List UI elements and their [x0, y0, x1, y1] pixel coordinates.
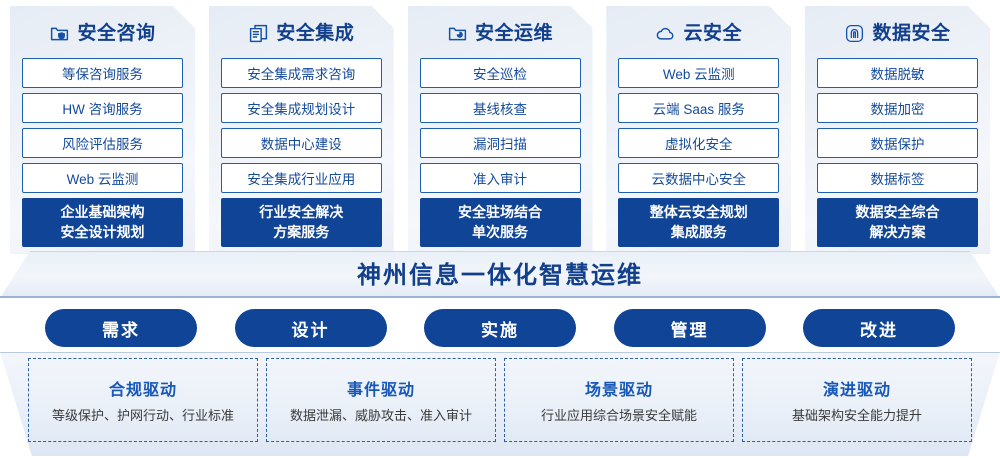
pillar-item[interactable]: 虚拟化安全 [618, 128, 779, 158]
driver-card-incident[interactable]: 事件驱动 数据泄漏、威胁攻击、准入审计 [266, 358, 496, 442]
pillar-summary-line: 行业安全解决 [259, 204, 344, 220]
folder-chart-icon [447, 23, 468, 44]
pillar-item[interactable]: 数据中心建设 [221, 128, 382, 158]
pillar-summary-line: 数据安全综合 [855, 204, 940, 220]
pillar-item[interactable]: HW 咨询服务 [22, 93, 183, 123]
pillar-item[interactable]: 云数据中心安全 [618, 163, 779, 193]
driver-subtitle: 等级保护、护网行动、行业标准 [51, 408, 234, 423]
pillar-summary[interactable]: 企业基础架构 安全设计规划 [22, 198, 183, 247]
driver-subtitle: 数据泄漏、威胁攻击、准入审计 [289, 408, 472, 423]
platform-banner: 神州信息一体化智慧运维 [0, 251, 1000, 298]
folder-shield-icon [49, 23, 70, 44]
platform-banner-baseline [0, 296, 1000, 298]
pillar-item[interactable]: 风险评估服务 [22, 128, 183, 158]
driver-card-scenario[interactable]: 场景驱动 行业应用综合场景安全赋能 [504, 358, 734, 442]
pillar-title: 云安全 [683, 22, 742, 44]
driver-title: 场景驱动 [584, 382, 653, 399]
stage-pill-management[interactable]: 管理 [613, 309, 766, 347]
fingerprint-icon [844, 23, 865, 44]
driver-title: 演进驱动 [822, 382, 891, 399]
pillar-summary[interactable]: 安全驻场结合 单次服务 [420, 198, 581, 247]
pillar-summary-line: 安全设计规划 [60, 224, 145, 241]
pillar-header: 安全运维 [420, 15, 581, 51]
driver-title: 合规驱动 [108, 382, 177, 399]
pillar-summary-line: 企业基础架构 [60, 204, 145, 220]
pillar-item[interactable]: 数据标签 [817, 163, 978, 193]
pillar-card-security-integration[interactable]: 安全集成 安全集成需求咨询 安全集成规划设计 数据中心建设 安全集成行业应用 行… [209, 6, 394, 254]
pillar-summary-line: 安全驻场结合 [458, 204, 542, 220]
pillar-item[interactable]: 安全集成规划设计 [221, 93, 382, 123]
pillar-summary-line: 方案服务 [273, 224, 330, 241]
platform-banner-title: 神州信息一体化智慧运维 [357, 262, 643, 289]
stage-pill-design[interactable]: 设计 [234, 309, 387, 347]
pillar-summary[interactable]: 行业安全解决 方案服务 [221, 198, 382, 247]
pillar-summary-line: 解决方案 [869, 224, 926, 241]
pillar-item[interactable]: 数据加密 [817, 93, 978, 123]
pillar-card-security-operations[interactable]: 安全运维 安全巡检 基线核查 漏洞扫描 准入审计 安全驻场结合 单次服务 [408, 6, 593, 254]
pillar-header: 云安全 [618, 15, 779, 51]
driver-section-background [0, 352, 1000, 456]
stage-pill-requirement[interactable]: 需求 [45, 309, 197, 347]
pillar-title: 数据安全 [872, 22, 951, 44]
platform-banner-shape [0, 251, 1000, 298]
cloud-icon [655, 23, 676, 44]
pillar-item[interactable]: 基线核查 [420, 93, 581, 123]
documents-stack-icon [248, 23, 269, 44]
lifecycle-stage-group: 需求 设计 实施 管理 改进 [0, 309, 1000, 349]
pillar-title: 安全运维 [474, 22, 553, 44]
pillar-item[interactable]: 云端 Saas 服务 [618, 93, 779, 123]
pillar-summary-line: 整体云安全规划 [649, 204, 748, 220]
driver-subtitle: 行业应用综合场景安全赋能 [540, 408, 697, 423]
pillar-header: 安全咨询 [22, 15, 183, 51]
pillar-item[interactable]: 安全巡检 [420, 58, 581, 88]
pillar-item[interactable]: 数据脱敏 [817, 58, 978, 88]
pillar-summary-line: 单次服务 [472, 224, 528, 241]
pillar-item[interactable]: 漏洞扫描 [420, 128, 581, 158]
pillar-card-cloud-security[interactable]: 云安全 Web 云监测 云端 Saas 服务 虚拟化安全 云数据中心安全 整体云… [606, 6, 791, 254]
driver-card-evolution[interactable]: 演进驱动 基础架构安全能力提升 [742, 358, 972, 442]
stage-pill-improvement[interactable]: 改进 [803, 309, 955, 347]
pillar-header: 安全集成 [221, 15, 382, 51]
pillar-item[interactable]: Web 云监测 [22, 163, 183, 193]
pillar-title: 安全咨询 [77, 22, 156, 44]
pillar-card-security-consulting[interactable]: 安全咨询 等保咨询服务 HW 咨询服务 风险评估服务 Web 云监测 企业基础架… [10, 6, 195, 254]
pillar-title: 安全集成 [276, 22, 355, 44]
driver-title: 事件驱动 [346, 382, 415, 399]
pillar-item[interactable]: Web 云监测 [618, 58, 779, 88]
pillar-item[interactable]: 准入审计 [420, 163, 581, 193]
stage-pill-implementation[interactable]: 实施 [424, 309, 576, 347]
pillar-item[interactable]: 等保咨询服务 [22, 58, 183, 88]
pillar-item[interactable]: 安全集成行业应用 [221, 163, 382, 193]
pillar-item[interactable]: 安全集成需求咨询 [221, 58, 382, 88]
pillar-header: 数据安全 [817, 15, 978, 51]
pillar-summary[interactable]: 数据安全综合 解决方案 [817, 198, 978, 247]
driver-section: 合规驱动 等级保护、护网行动、行业标准 事件驱动 数据泄漏、威胁攻击、准入审计 … [0, 352, 1000, 456]
driver-subtitle: 基础架构安全能力提升 [791, 408, 922, 423]
pillar-card-group: 安全咨询 等保咨询服务 HW 咨询服务 风险评估服务 Web 云监测 企业基础架… [0, 6, 1000, 254]
pillar-card-data-security[interactable]: 数据安全 数据脱敏 数据加密 数据保护 数据标签 数据安全综合 解决方案 [805, 6, 990, 254]
platform-banner-edge [0, 251, 1000, 298]
pillar-summary[interactable]: 整体云安全规划 集成服务 [618, 198, 779, 247]
pillar-item[interactable]: 数据保护 [817, 128, 978, 158]
pillar-summary-line: 集成服务 [670, 224, 727, 241]
driver-card-compliance[interactable]: 合规驱动 等级保护、护网行动、行业标准 [28, 358, 258, 442]
driver-group: 合规驱动 等级保护、护网行动、行业标准 事件驱动 数据泄漏、威胁攻击、准入审计 … [0, 352, 1000, 456]
